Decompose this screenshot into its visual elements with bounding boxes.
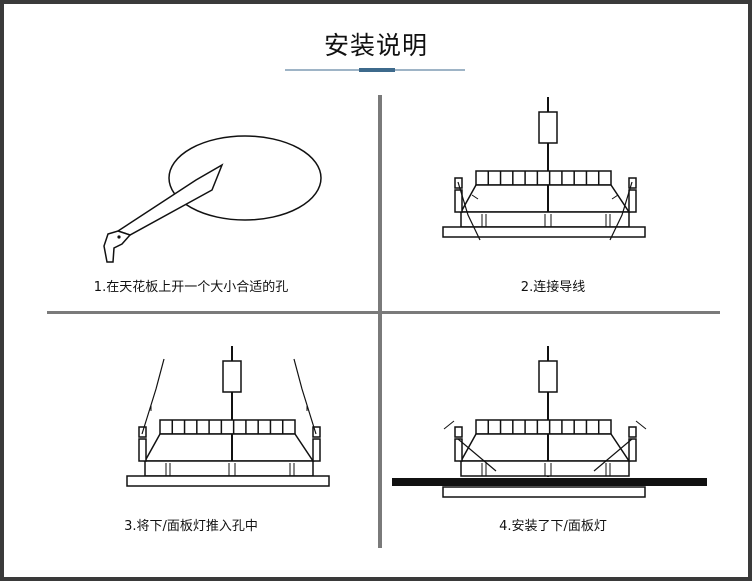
spring-arm [609,181,633,241]
step-3-drawing [126,346,330,487]
heat-sink [475,419,612,435]
lamp-body [459,433,631,462]
step-2-drawing [442,97,646,241]
motion-mark [635,420,647,430]
spring-arm [293,358,317,435]
spring-mount [312,438,321,462]
spring-mount [628,189,637,213]
spring-arm [457,438,497,472]
heat-sink [159,419,296,435]
spring-arm [593,438,633,472]
driver-box [222,360,242,393]
hand-saw-icon [103,163,224,263]
step-3-caption: 3.将下/面板灯推入孔中 [124,519,258,534]
spring-mount [138,438,147,462]
spring-arm [141,358,165,435]
spring-clip [454,426,463,438]
page-title: 安装说明 [323,31,428,60]
face-plate [126,475,330,487]
heat-sink [475,170,612,186]
ceiling-hole-outline [168,135,322,221]
spring-mount [628,438,637,462]
spring-clip [628,426,637,438]
step-2-caption: 2.连接导线 [520,280,586,295]
step-1-drawing [103,135,322,263]
spring-mount [454,189,463,213]
title-underline [285,68,465,72]
lamp-body [459,184,631,213]
spring-arm [457,181,481,241]
lamp-body [143,433,315,462]
spring-clip [312,426,321,438]
step-4-caption: 4.安装了下/面板灯 [499,519,607,534]
motion-mark [443,420,455,430]
face-plate [442,226,646,238]
motion-mark [471,194,479,200]
grid-dividers [47,95,720,548]
ceiling-board [392,478,707,486]
step-4-drawing [392,346,707,498]
spring-clip [628,177,637,189]
driver-box [538,111,558,144]
face-plate [442,486,646,498]
spring-mount [454,438,463,462]
driver-box [538,360,558,393]
step-1-caption: 1.在天花板上开一个大小合适的孔 [93,280,289,295]
motion-mark [611,194,619,200]
